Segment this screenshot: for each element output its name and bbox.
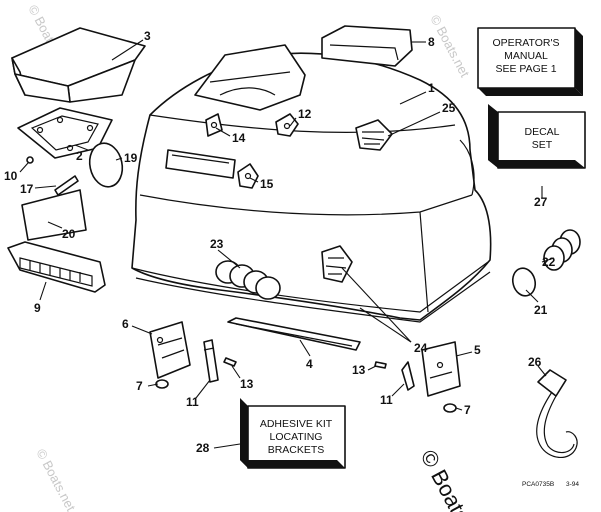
callout-15: 15 — [260, 177, 274, 191]
screw-13-right — [374, 361, 387, 369]
callout-10: 10 — [4, 169, 18, 183]
clip-12 — [275, 113, 299, 137]
callout-25: 25 — [442, 101, 456, 115]
bracket-5 — [421, 341, 461, 397]
operators-manual-line-3: SEE PAGE 1 — [495, 63, 556, 75]
callout-13-left: 13 — [240, 377, 254, 391]
callout-21: 21 — [534, 303, 548, 317]
cable-assembly-26 — [536, 369, 578, 458]
callout-3: 3 — [144, 29, 151, 43]
adhesive-kit-box: ADHESIVE KIT LOCATING BRACKETS — [240, 398, 346, 469]
bracket-6 — [149, 321, 191, 379]
callout-27: 27 — [534, 195, 548, 209]
decal-sheet-20 — [21, 189, 87, 241]
callout-19: 19 — [124, 151, 138, 165]
watermark-bottom-left: © Boats.net — [33, 446, 78, 512]
callout-23: 23 — [210, 237, 224, 251]
bracket-11-left — [203, 339, 219, 383]
callout-20: 20 — [62, 227, 76, 241]
gasket-frame — [17, 107, 113, 159]
clip-14 — [205, 113, 223, 137]
screw-13-left — [223, 357, 237, 367]
top-intake-opening — [194, 44, 306, 111]
patch-25 — [355, 119, 393, 151]
adhesive-kit-line-1: ADHESIVE KIT — [260, 418, 333, 430]
leader-lines — [19, 39, 555, 449]
top-cover — [11, 27, 146, 103]
operators-manual-box: OPERATOR'S MANUAL SEE PAGE 1 — [477, 27, 583, 96]
callout-13-right: 13 — [352, 363, 366, 377]
callout-11-left: 11 — [186, 395, 199, 409]
callout-14: 14 — [232, 131, 246, 145]
callout-22: 22 — [542, 255, 556, 269]
callout-24: 24 — [414, 341, 428, 355]
callout-4: 4 — [306, 357, 313, 371]
callout-7-left: 7 — [136, 379, 143, 393]
rear-cover-8 — [321, 25, 413, 67]
callout-8: 8 — [428, 35, 435, 49]
operators-manual-line-1: OPERATOR'S — [493, 37, 560, 49]
callout-17: 17 — [20, 182, 34, 196]
patch-24 — [321, 245, 353, 283]
callout-28: 28 — [196, 441, 210, 455]
callout-11-right: 11 — [380, 393, 393, 407]
diagram-code: PCA0735B — [522, 481, 554, 488]
decal-set-line-1: DECAL — [524, 126, 559, 138]
callout-2: 2 — [76, 149, 83, 163]
callout-6: 6 — [122, 317, 129, 331]
operators-manual-line-2: MANUAL — [504, 50, 548, 62]
trim-strip-4 — [227, 317, 361, 351]
callout-5: 5 — [474, 343, 481, 357]
watermark-bottom-right: © Boats — [416, 446, 475, 512]
callout-9: 9 — [34, 301, 41, 315]
seal-19 — [88, 142, 124, 188]
fastener-7-right — [443, 403, 457, 413]
bracket-11-right — [401, 361, 415, 391]
decal-set-box: DECAL SET — [488, 104, 586, 169]
air-intake-grille — [7, 241, 106, 293]
seal-21 — [511, 267, 537, 297]
pin-17 — [54, 175, 79, 196]
diagram-date: 3-94 — [566, 481, 579, 488]
callout-numbers: 3 1 8 25 12 14 15 2 19 10 17 20 9 23 24 … — [4, 29, 556, 455]
adhesive-kit-line-3: BRACKETS — [268, 444, 325, 456]
callout-1: 1 — [428, 81, 435, 95]
clip-15 — [237, 163, 259, 189]
decal-set-line-2: SET — [532, 139, 553, 151]
front-emblem-slot — [165, 149, 236, 179]
adhesive-kit-line-2: LOCATING — [270, 431, 323, 443]
screw-10 — [26, 156, 34, 164]
callout-7-right: 7 — [464, 403, 471, 417]
motor-cover — [131, 52, 492, 323]
plugs-23 — [215, 260, 281, 300]
callout-12: 12 — [298, 107, 312, 121]
callout-26: 26 — [528, 355, 542, 369]
